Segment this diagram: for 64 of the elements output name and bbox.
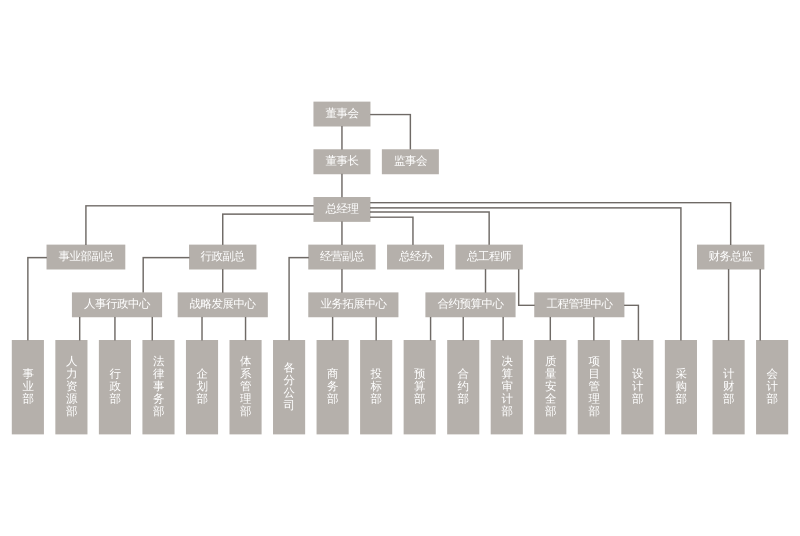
connector (370, 207, 682, 341)
node-box: 合约预算中心 (425, 292, 516, 318)
node-box: 董事长 (313, 149, 370, 174)
connector (341, 174, 343, 198)
node-box: 法律事务部 (142, 340, 175, 434)
node-box: 采购部 (664, 340, 697, 434)
connector (222, 269, 224, 293)
connector (370, 211, 490, 245)
connector (332, 316, 334, 340)
connector (550, 316, 552, 340)
connector (27, 256, 47, 340)
node-box: 经营副总 (308, 244, 376, 270)
node-box: 各分公司 (273, 340, 306, 434)
connector (760, 269, 761, 341)
node-box: 项目管理部 (578, 340, 610, 434)
connector (142, 256, 190, 292)
connector (244, 316, 246, 340)
connector (375, 316, 377, 340)
connector (222, 213, 314, 245)
node-box: 总经办 (387, 244, 444, 270)
connector (288, 256, 309, 340)
node-box: 总工程师 (455, 244, 523, 270)
node-box: 业务拓展中心 (308, 292, 398, 318)
connector (370, 114, 412, 150)
connector (370, 216, 414, 245)
connector (593, 316, 595, 340)
node-box: 预算部 (404, 340, 436, 434)
connector (370, 202, 732, 246)
node-box: 人事行政中心 (72, 292, 162, 318)
connector (502, 316, 504, 340)
node-box: 财务总监 (696, 244, 764, 270)
node-box: 事业部副总 (46, 244, 126, 270)
connector (341, 126, 343, 150)
connector (484, 269, 486, 293)
connector (114, 316, 116, 340)
node-box: 监事会 (382, 149, 439, 174)
node-box: 行政部 (98, 340, 131, 434)
node-box: 投标部 (360, 340, 392, 434)
node-box: 质量安全部 (534, 340, 566, 434)
node-box: 战略发展中心 (178, 292, 268, 318)
node-box: 事业部 (12, 340, 44, 434)
connector (341, 221, 343, 245)
node-box: 行政副总 (189, 244, 256, 270)
node-box: 董事会 (313, 102, 370, 126)
connector (85, 205, 314, 245)
node-box: 商务部 (316, 340, 349, 434)
node-box: 会计部 (756, 340, 788, 434)
connector (430, 316, 432, 340)
node-box: 企划部 (186, 340, 218, 434)
connector (78, 316, 80, 340)
connector (201, 316, 203, 340)
connector (462, 316, 464, 340)
node-box: 总经理 (313, 197, 370, 222)
node-box: 决算审计部 (490, 340, 523, 434)
node-box: 合约部 (447, 340, 480, 434)
node-box: 计财部 (712, 340, 745, 434)
connector (152, 316, 153, 340)
connector (518, 269, 535, 306)
connector (341, 269, 343, 293)
connector (728, 269, 730, 341)
node-box: 设计部 (621, 340, 654, 434)
node-box: 工程管理中心 (534, 292, 624, 318)
node-box: 人力资源部 (55, 340, 88, 434)
node-box: 体系管理部 (229, 340, 262, 434)
